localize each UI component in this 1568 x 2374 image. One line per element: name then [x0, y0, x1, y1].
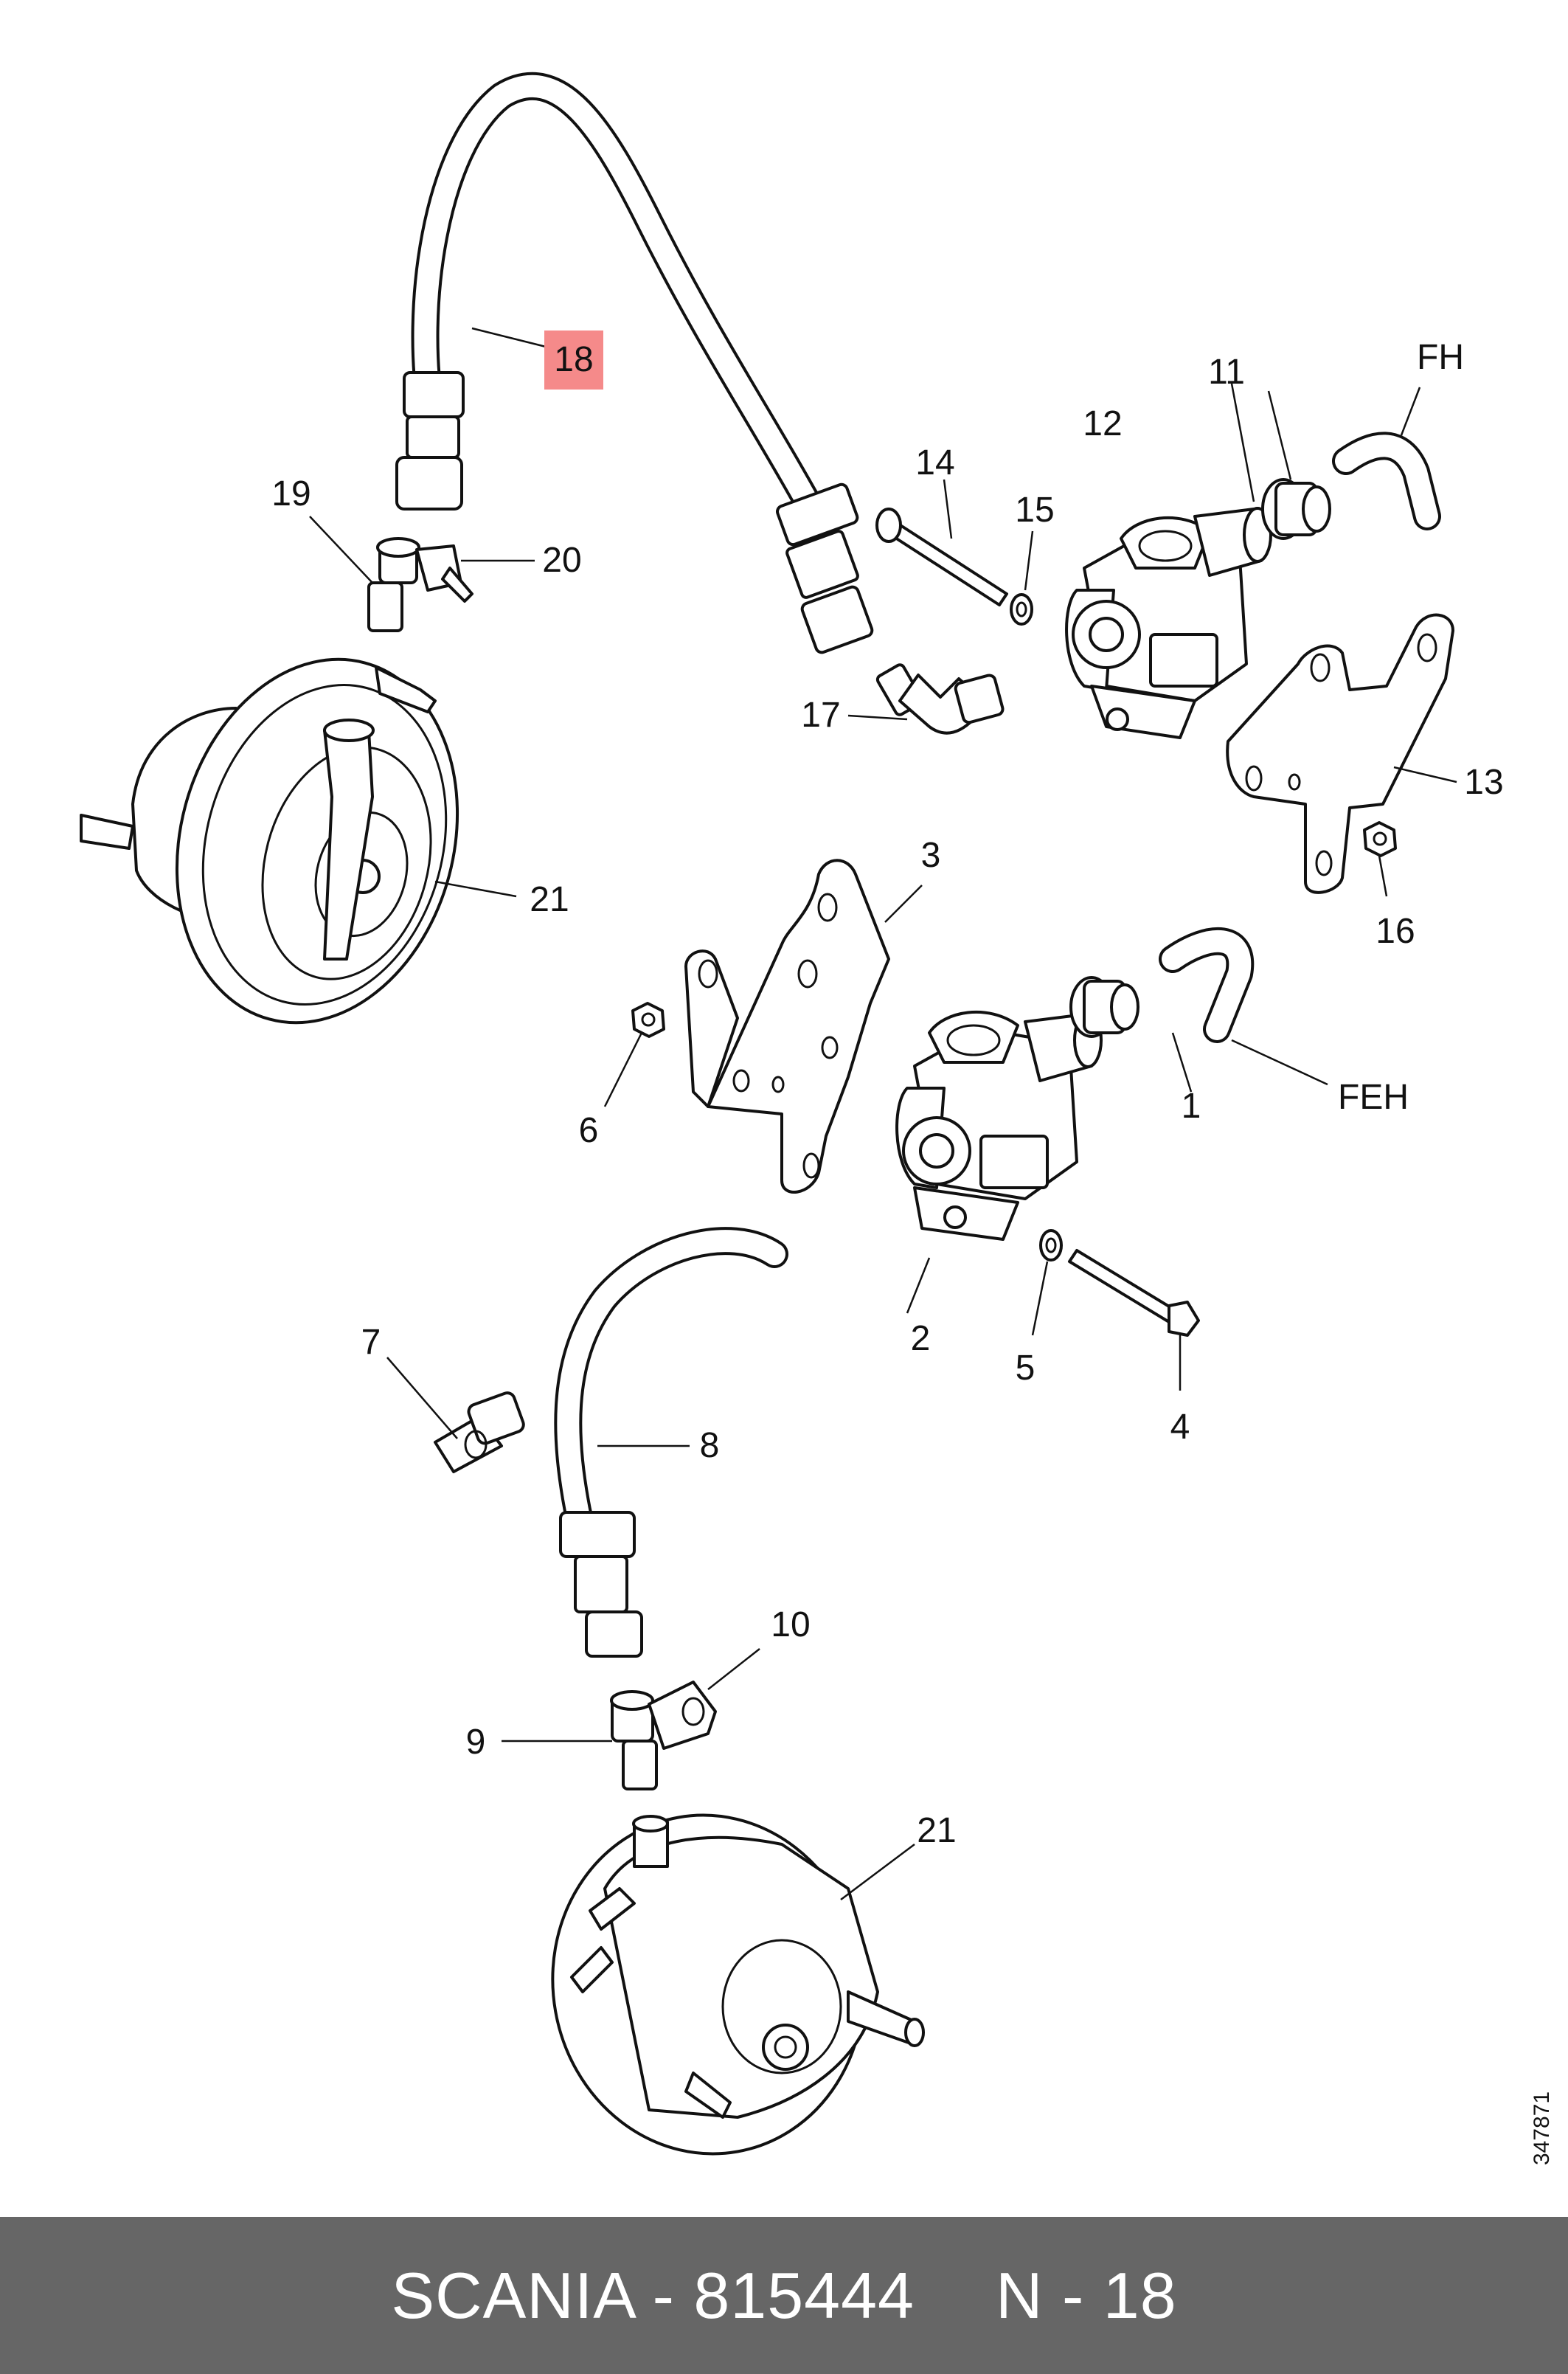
label-14: 14 [915, 443, 954, 482]
label-11: 11 [1208, 353, 1245, 392]
tee-fitting-19 [367, 537, 420, 632]
bolt-14 [875, 508, 1008, 606]
footer-bar: SCANIA - 815444 N - 18 [0, 2217, 1568, 2374]
label-8: 8 [700, 1426, 720, 1465]
label-5: 5 [1016, 1349, 1035, 1388]
footer-brand: SCANIA - 815444 [391, 2258, 915, 2332]
callout-labels: 18 1 2 3 4 5 6 7 8 9 10 11 12 13 14 15 1… [271, 331, 1554, 2165]
label-21-lower: 21 [917, 1811, 956, 1850]
label-13: 13 [1464, 763, 1503, 802]
highlight-box-18 [544, 331, 603, 390]
label-4: 4 [1170, 1408, 1190, 1447]
label-17: 17 [801, 696, 840, 735]
parts-diagram: 18 1 2 3 4 5 6 7 8 9 10 11 12 13 14 15 1… [80, 72, 1554, 2165]
footer-ref: N - 18 [996, 2258, 1177, 2332]
valve-12 [1065, 507, 1272, 739]
label-3: 3 [921, 836, 941, 875]
nut-6 [631, 1002, 665, 1038]
fitting-7 [434, 1391, 525, 1473]
brake-chamber-21-lower [551, 1813, 925, 2156]
hose-upper-fitting-left [395, 371, 465, 511]
hose-fh [1332, 432, 1441, 530]
label-fh: FH [1417, 338, 1464, 377]
footer-caption: SCANIA - 815444 N - 18 [0, 2217, 1568, 2374]
label-1: 1 [1182, 1087, 1201, 1126]
hose-upper-fitting-right [776, 482, 924, 716]
leader-lines [309, 327, 1457, 1900]
bracket-13 [1226, 613, 1454, 894]
label-21-upper: 21 [530, 880, 569, 919]
label-9: 9 [466, 1723, 486, 1762]
elbow-fitting-17 [898, 674, 1005, 735]
hose-lower [554, 1227, 788, 1548]
tee-fitting-9 [610, 1690, 658, 1790]
label-18: 18 [554, 340, 593, 379]
fitting-1 [1069, 976, 1139, 1038]
nut-16 [1363, 821, 1397, 857]
hose-upper [411, 72, 825, 523]
label-20: 20 [542, 541, 581, 580]
label-19: 19 [271, 474, 311, 513]
brake-chamber-21-upper [80, 657, 459, 1025]
label-12: 12 [1083, 404, 1122, 443]
image-number: 347871 [1530, 2091, 1554, 2165]
washer-15 [1010, 593, 1033, 626]
label-16: 16 [1376, 912, 1415, 951]
label-2: 2 [911, 1319, 931, 1358]
label-6: 6 [579, 1111, 599, 1150]
label-7: 7 [361, 1323, 381, 1362]
hose-lower-fittings [559, 1511, 643, 1658]
valve-2 [895, 1010, 1103, 1241]
hose-feh [1159, 927, 1255, 1043]
label-feh: FEH [1338, 1078, 1409, 1117]
label-15: 15 [1015, 491, 1054, 530]
bracket-3 [684, 859, 890, 1194]
washer-5 [1039, 1229, 1063, 1262]
fitting-11 [1261, 478, 1331, 540]
label-10: 10 [771, 1605, 810, 1644]
valve-20 [415, 544, 473, 603]
valve-10 [648, 1681, 717, 1750]
bolt-4 [1068, 1249, 1200, 1337]
